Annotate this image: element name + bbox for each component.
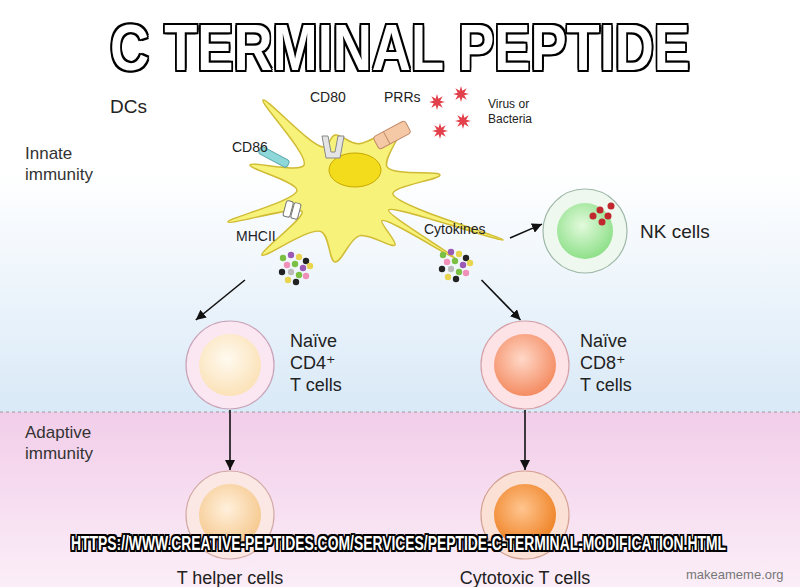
cell-membrane — [543, 189, 627, 273]
node-label: Naïve CD4⁺ T cells — [290, 330, 348, 396]
virus-star — [453, 86, 469, 102]
cell-outline — [225, 90, 510, 280]
cell-body — [228, 100, 503, 262]
granule-dot — [608, 203, 615, 210]
part-label: MHCII — [236, 228, 276, 245]
node-label: DCs — [110, 95, 147, 118]
cell-membrane — [481, 321, 569, 409]
node-label: Innate immunity — [25, 143, 117, 185]
granule-dot — [599, 219, 606, 226]
cytokine-dots — [279, 252, 313, 285]
meme-caption: HTTPS://WWW.CREATIVE-PEPTIDES.COM/SERVIC… — [71, 533, 726, 553]
cell-membrane — [186, 321, 274, 409]
dendritic-cell: DCs — [225, 90, 510, 280]
node-label: NK cells — [640, 220, 710, 243]
node-label: T helper cells — [165, 567, 295, 587]
prr-receptor — [373, 120, 411, 149]
cell-outline — [480, 320, 570, 410]
edge-label: Cytokines — [424, 221, 485, 237]
region-band: T helper cells Cytotoxic T cells Adaptive … — [0, 412, 800, 587]
mhcii-receptor — [283, 200, 302, 219]
cell-circle: Naïve CD8⁺ T cells — [480, 320, 570, 410]
granule-dot — [597, 207, 604, 214]
granule-dot — [590, 213, 597, 220]
node-label: Adaptive immunity — [25, 422, 117, 464]
cell-outline — [185, 320, 275, 410]
node-label: Naïve CD8⁺ T cells — [580, 330, 638, 396]
virus-star — [429, 94, 445, 110]
cd80-receptor — [322, 136, 344, 158]
cell-core — [199, 334, 261, 396]
cell-nucleus — [329, 153, 381, 187]
virus-star — [455, 113, 471, 129]
part-label: CD86 — [232, 139, 268, 156]
watermark: makeameme.org — [686, 567, 784, 583]
arrow-connector — [482, 280, 521, 320]
cell-core — [557, 203, 613, 259]
part-label: Virus or Bacteria — [488, 97, 546, 127]
arrow-connector — [196, 280, 245, 320]
arrow-connector — [229, 410, 231, 470]
node-label: Cytotoxic T cells — [450, 567, 600, 587]
cytokine-dots — [439, 249, 473, 282]
arrow-connector — [524, 410, 526, 470]
cell-outline — [542, 188, 628, 274]
granule-dot — [605, 213, 612, 220]
part-label: PRRs — [384, 89, 421, 106]
meme-title: C TERMINAL PEPTIDE — [110, 16, 690, 80]
cell-circle: NK cells — [542, 188, 628, 274]
part-label: CD80 — [310, 89, 346, 106]
arrow-connector — [510, 224, 542, 238]
cell-circle: Naïve CD4⁺ T cells — [185, 320, 275, 410]
band-divider — [0, 411, 800, 412]
cell-core — [494, 334, 556, 396]
virus-star — [432, 123, 448, 139]
